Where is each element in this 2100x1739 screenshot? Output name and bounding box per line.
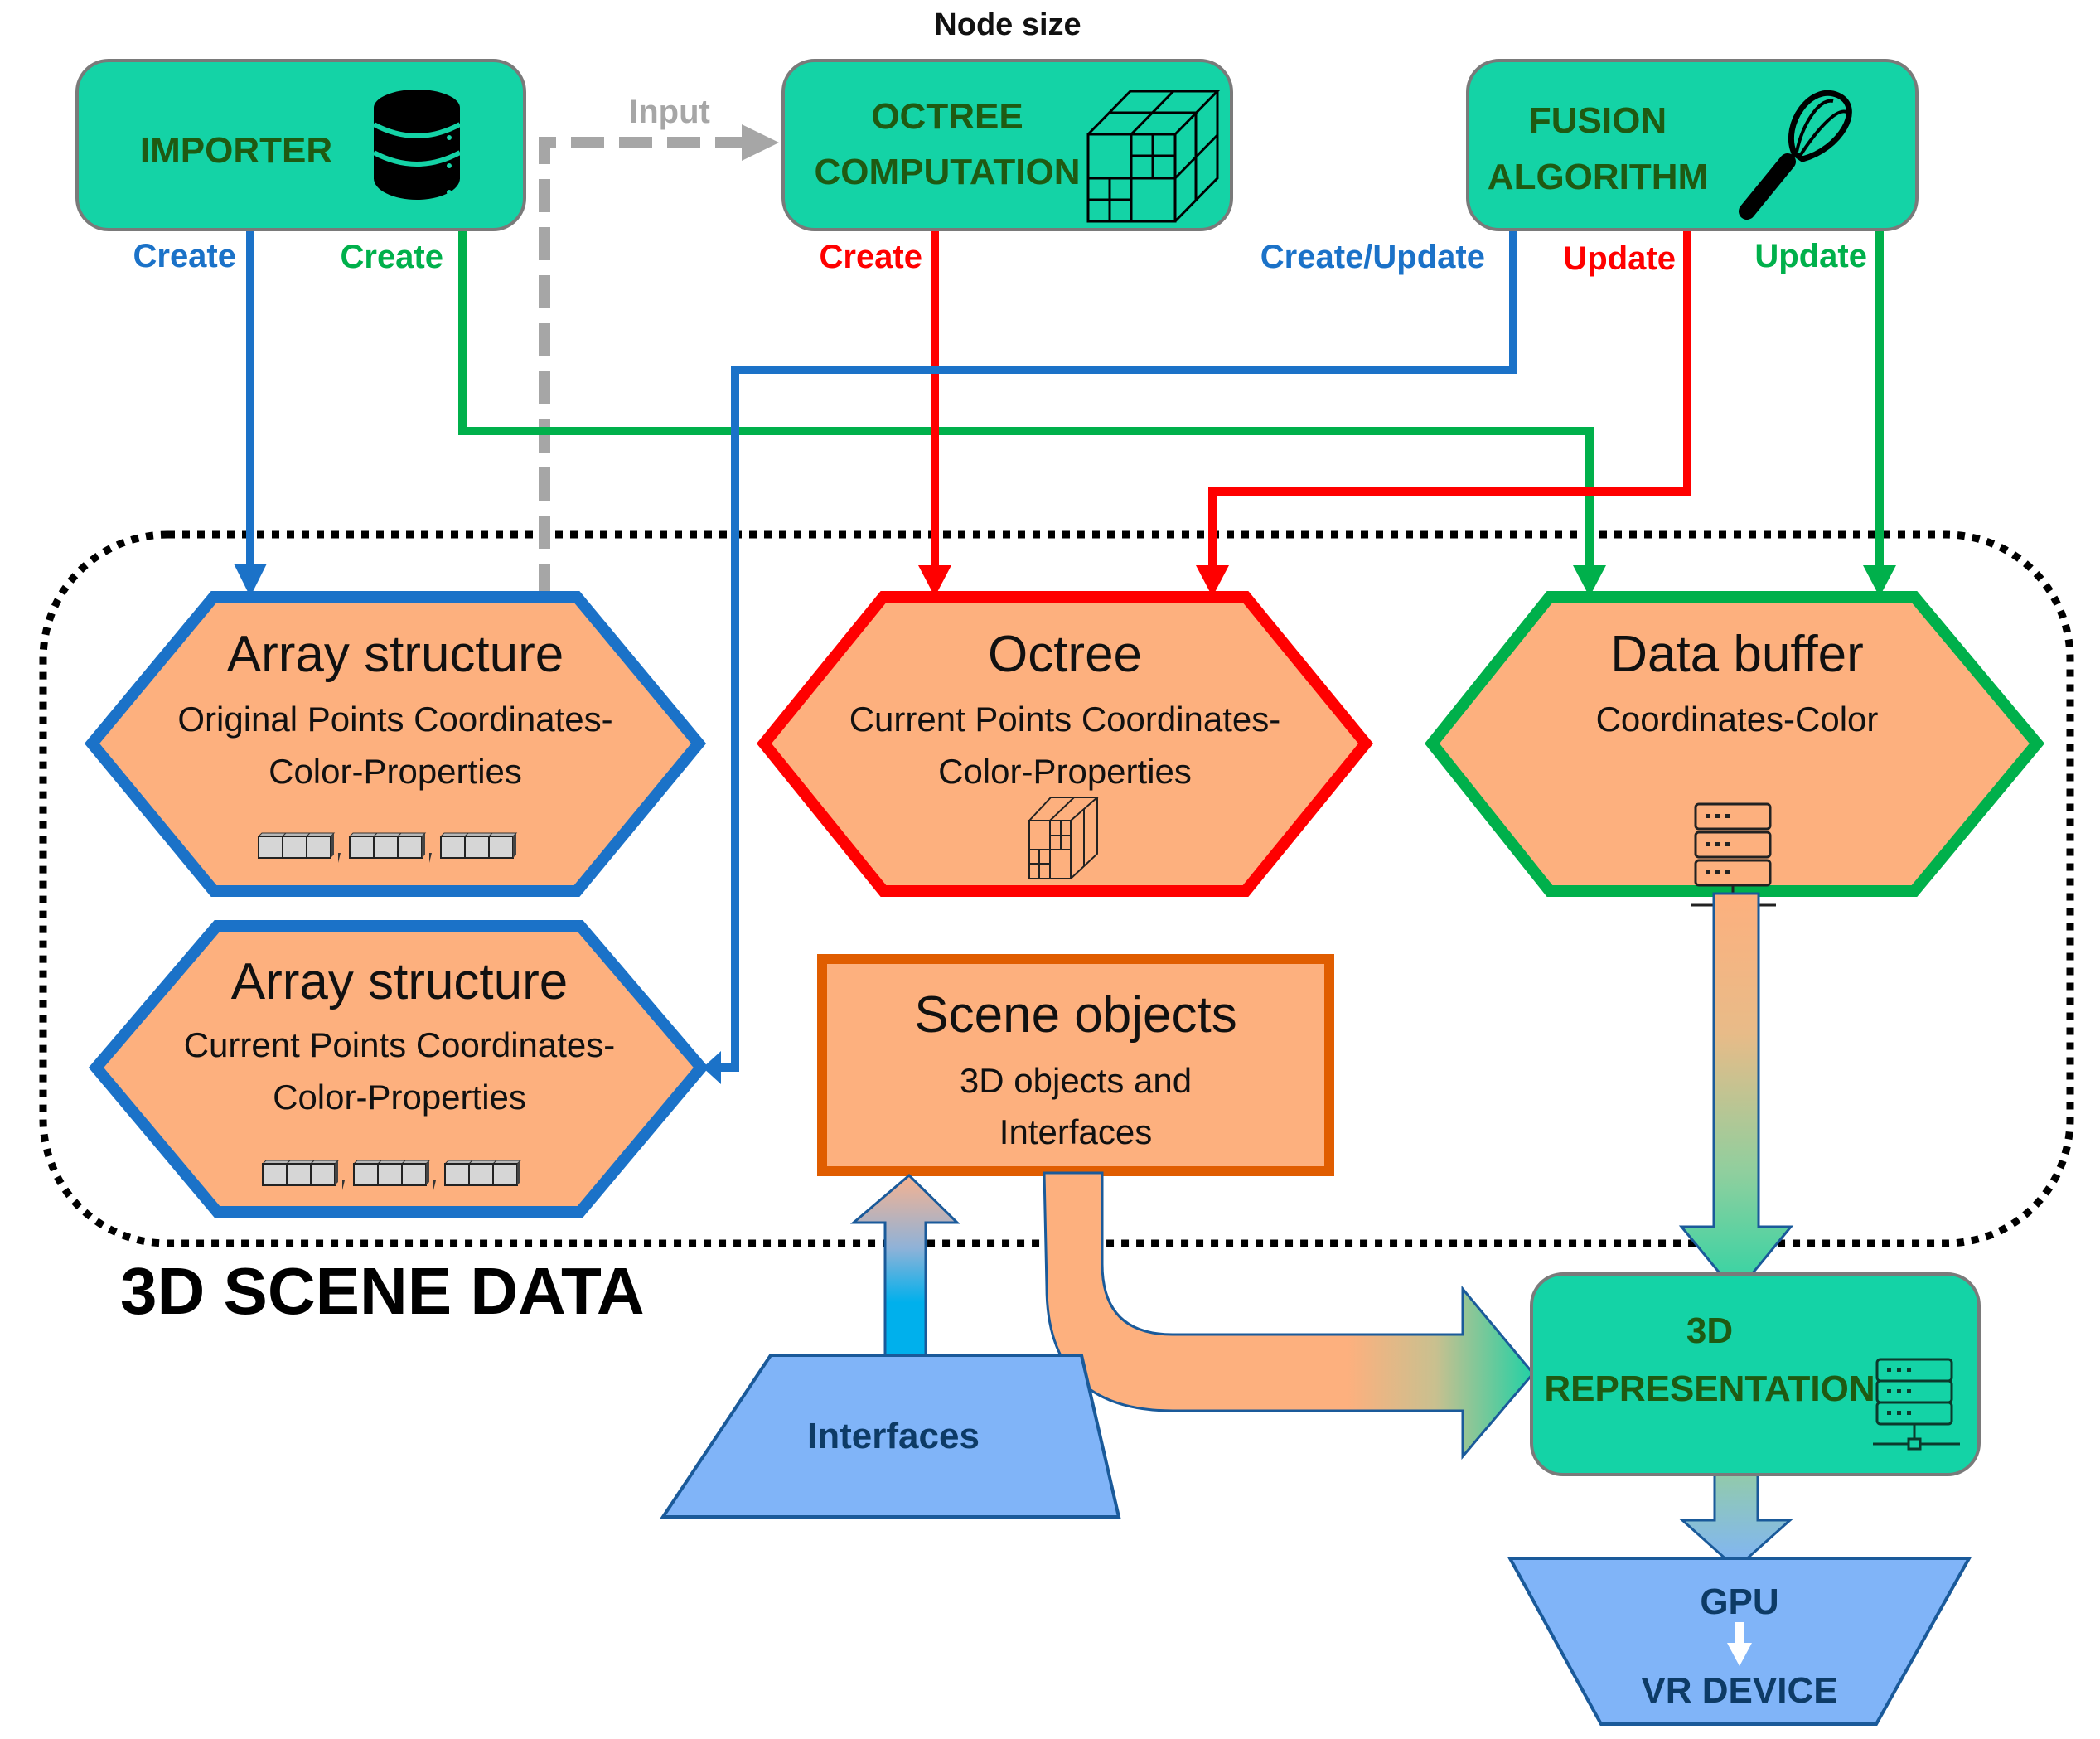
block-separator-comma: [338, 853, 341, 863]
edge-fusion-array-current: Create/Update: [703, 230, 1517, 1084]
block-cube: [397, 836, 423, 859]
array-original-line2: Color-Properties: [269, 752, 522, 791]
array-original-line1: Original Points Coordinates-: [177, 700, 612, 739]
whisk-icon: [1739, 90, 1852, 220]
block-separator-comma: [429, 853, 432, 863]
representation-box[interactable]: 3D REPRESENTATION: [1530, 1272, 1981, 1476]
edge-label-create-update: Create/Update: [1260, 239, 1485, 275]
scene-objects-line2: Interfaces: [999, 1112, 1152, 1151]
array-original-title: Array structure: [227, 626, 564, 683]
edge-fusion-data-buffer: Update: [1754, 230, 1896, 597]
array-blocks-icon: [257, 832, 518, 863]
data-buffer-line1: Coordinates-Color: [1596, 700, 1879, 739]
arrow-data-buffer-to-representation: [1678, 892, 1794, 1296]
block-cube-side: [517, 1160, 520, 1185]
edge-fusion-octree: Update: [1196, 230, 1691, 597]
database-icon: [372, 90, 462, 200]
block-cube: [286, 1163, 312, 1186]
block-cube-side: [335, 1160, 338, 1185]
representation-line2: REPRESENTATION: [1544, 1368, 1875, 1409]
interfaces-label: Interfaces: [807, 1416, 980, 1456]
block-cube-side: [331, 833, 334, 858]
scene-objects-node[interactable]: Scene objects 3D objects and Interfaces: [817, 954, 1334, 1176]
node-size-label: Node size: [934, 7, 1081, 42]
block-cube: [464, 836, 490, 859]
representation-line1: 3D: [1686, 1310, 1733, 1351]
server-network-icon: [1873, 1358, 1960, 1451]
importer-label: IMPORTER: [140, 130, 332, 171]
edge-label-create-red: Create: [819, 239, 922, 275]
octree-computation-line1: OCTREE: [871, 96, 1023, 137]
block-cube: [492, 1163, 518, 1186]
edge-input: Input: [539, 94, 779, 597]
fusion-algorithm-box[interactable]: FUSION ALGORITHM: [1466, 59, 1919, 231]
scene-objects-title: Scene objects: [914, 986, 1236, 1044]
block-cube-side: [422, 833, 425, 858]
importer-box[interactable]: IMPORTER: [75, 59, 526, 231]
octree-line1: Current Points Coordinates-: [849, 700, 1281, 739]
arrow-scene-to-representation: [1043, 1171, 1535, 1460]
down-arrow-icon: [1727, 1622, 1752, 1666]
scene-data-label: 3D SCENE DATA: [120, 1254, 645, 1328]
block-separator-comma: [342, 1180, 345, 1190]
data-buffer-node[interactable]: Data buffer Coordinates-Color: [1425, 591, 2045, 912]
block-cube: [488, 836, 514, 859]
octree-cube-icon: [1028, 797, 1100, 879]
gpu-label: GPU: [1700, 1582, 1778, 1622]
edge-octree-computation-octree: Create: [819, 230, 951, 597]
block-cube: [444, 1163, 470, 1186]
edge-importer-array-original: Create: [133, 230, 267, 597]
block-cube: [440, 836, 466, 859]
octree-cube-icon: [1086, 90, 1221, 223]
fusion-line2: ALGORITHM: [1488, 157, 1708, 197]
edge-label-create-green: Create: [340, 239, 443, 275]
array-original-node[interactable]: Array structure Original Points Coordina…: [84, 591, 707, 897]
array-current-title: Array structure: [231, 953, 569, 1010]
block-cube: [353, 1163, 379, 1186]
block-cube: [258, 836, 283, 859]
array-current-line2: Color-Properties: [273, 1078, 526, 1117]
block-cube: [468, 1163, 494, 1186]
edge-label-update-green: Update: [1754, 238, 1867, 274]
edge-importer-data-buffer: Create: [340, 230, 1606, 597]
edge-input-label: Input: [629, 94, 710, 130]
block-cube: [401, 1163, 427, 1186]
edge-label-create-blue: Create: [133, 238, 236, 274]
block-cube: [306, 836, 331, 859]
interfaces-node[interactable]: Interfaces: [660, 1354, 1121, 1519]
octree-computation-line2: COMPUTATION: [815, 152, 1081, 192]
array-current-node[interactable]: Array structure Current Points Coordinat…: [88, 920, 709, 1218]
scene-objects-line1: 3D objects and: [960, 1061, 1192, 1100]
octree-title: Octree: [988, 626, 1142, 683]
octree-computation-box[interactable]: OCTREE COMPUTATION: [781, 59, 1233, 231]
edge-label-update-red: Update: [1563, 240, 1676, 277]
octree-line2: Color-Properties: [938, 752, 1192, 791]
block-cube-side: [513, 833, 516, 858]
array-current-line1: Current Points Coordinates-: [184, 1025, 616, 1064]
block-cube: [282, 836, 307, 859]
octree-node[interactable]: Octree Current Points Coordinates- Color…: [756, 591, 1374, 897]
arrow-interfaces-to-scene: [849, 1173, 960, 1359]
block-cube: [349, 836, 375, 859]
data-buffer-title: Data buffer: [1610, 626, 1864, 683]
fusion-line1: FUSION: [1529, 100, 1667, 141]
block-cube-side: [426, 1160, 429, 1185]
gpu-vr-node[interactable]: GPU VR DEVICE: [1507, 1557, 1972, 1726]
block-cube: [373, 836, 399, 859]
block-separator-comma: [433, 1180, 436, 1190]
block-cube: [262, 1163, 288, 1186]
array-blocks-icon: [261, 1160, 522, 1190]
vr-device-label: VR DEVICE: [1641, 1670, 1837, 1711]
block-cube: [377, 1163, 403, 1186]
block-cube: [310, 1163, 336, 1186]
